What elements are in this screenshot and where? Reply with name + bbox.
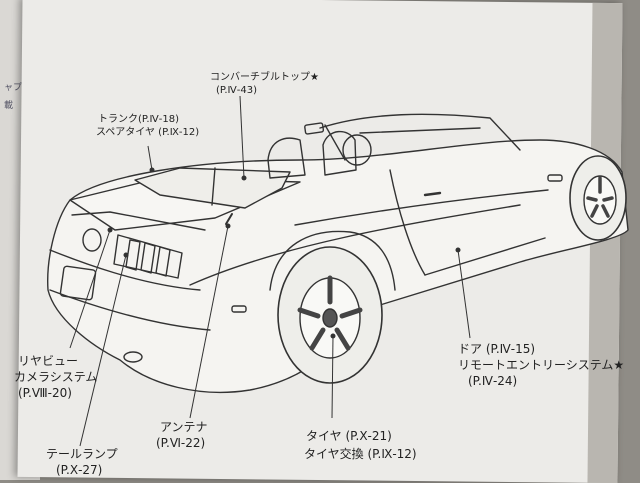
tire-change-label: タイヤ交換 (P.Ⅸ-12) [304, 447, 417, 461]
convertible-top-page: (P.Ⅳ-43) [216, 85, 258, 96]
tail-lamp-page: (P.Ⅹ-27) [56, 463, 103, 477]
convertible-top-label: コンバーチブルトップ★ [210, 72, 319, 83]
adjacent-page-text: 載 [4, 101, 14, 111]
door-label: ドア (P.Ⅳ-15) [458, 342, 536, 356]
spare-tire-label: スペアタイヤ (P.Ⅸ-12) [96, 127, 200, 138]
antenna-page: (P.Ⅵ-22) [156, 436, 206, 450]
antenna-label: アンテナ [160, 420, 208, 434]
trunk-label: トランク(P.Ⅳ-18) [98, 114, 180, 125]
tail-lamp-label: テールランプ [46, 447, 118, 461]
tire-label: タイヤ (P.Ⅹ-21) [306, 429, 392, 443]
adjacent-page-text: ャプ [4, 83, 23, 93]
rear-view-camera-label-2: カメラシステム [14, 370, 98, 384]
rear-view-camera-label-1: リヤビュー [18, 354, 79, 368]
remote-entry-page: (P.Ⅳ-24) [468, 374, 518, 388]
rear-view-camera-page: (P.Ⅷ-20) [18, 386, 72, 400]
remote-entry-label: リモートエントリーシステム★ [458, 358, 625, 372]
